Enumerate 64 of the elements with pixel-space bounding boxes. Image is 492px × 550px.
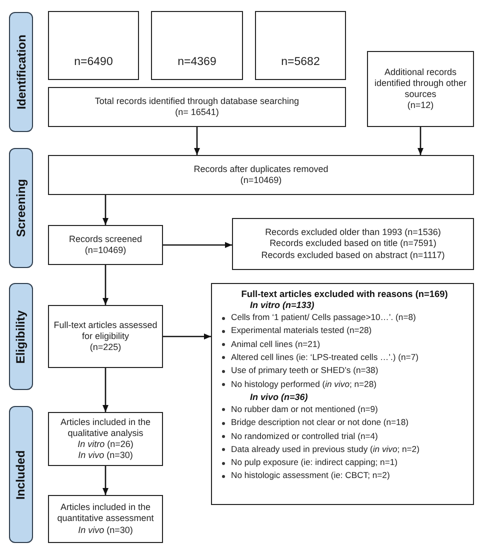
list-item: Bridge description not clear or not done (n=18) [231, 417, 408, 428]
list-item: Use of primary teeth or SHED’s (n=38) [231, 365, 378, 376]
process-box [48, 155, 474, 195]
phase-band [9, 283, 33, 390]
list-item: Altered cell lines (ie: ‘LPS-treated cells …’.) (n=7) [231, 352, 418, 362]
process-box [48, 87, 346, 127]
arrow [102, 265, 108, 305]
box-text: Records after duplicates removed [194, 164, 328, 175]
list-item: Data already used in previous study (in vivo; n=2) [231, 444, 420, 454]
phase-band [9, 148, 33, 268]
box-text: Records excluded based on title (n=7591) [270, 238, 436, 250]
box-text: Records screened [68, 234, 142, 245]
phase-label: Eligibility [14, 310, 28, 364]
process-box [255, 11, 346, 80]
process-box [151, 11, 243, 80]
list-item: No pulp exposure (ie: indirect capping; n=1) [231, 457, 398, 468]
arrow [102, 195, 108, 225]
box-text: n=4369 [178, 54, 216, 69]
arrow [102, 368, 108, 412]
phase-label: Identification [14, 34, 28, 110]
list-item: No histologic assessment (ie: CBCT; n=2) [231, 470, 390, 480]
process-box [367, 51, 474, 127]
box-text: In vivo (n=30) [78, 450, 133, 462]
phase-label: Screening [14, 178, 28, 238]
process-box [48, 305, 163, 368]
box-text: Articles included in the qualitative analysis [59, 416, 152, 439]
arrow [163, 242, 232, 248]
subheading: In vitro (n=133) [250, 300, 316, 310]
box-text: Full-text articles assessed for eligibility [52, 320, 158, 342]
process-box [48, 11, 139, 80]
phase-band [9, 406, 33, 543]
box-text: Additional records identified through other sources [373, 66, 468, 100]
process-box [48, 225, 163, 265]
phase-label: Included [14, 450, 28, 500]
list-item: No histology performed (in vivo; n=28) [231, 378, 376, 389]
box-text: In vivo (n=30) [78, 524, 133, 536]
list-item: Cells from ‘1 patient/ Cells passage>10…’. (n=8) [231, 312, 416, 322]
list-item: No rubber dam or not mentioned (n=9) [231, 404, 378, 414]
box-text: Articles included in the quantitative assessment [56, 502, 155, 525]
list-item: Animal cell lines (n=21) [231, 338, 320, 349]
arrow [102, 466, 108, 495]
arrow [163, 334, 211, 340]
box-text: Records excluded based on abstract (n=1117) [261, 250, 445, 261]
box-heading: Full-text articles excluded with reasons (n=169) [240, 289, 449, 299]
box-text: n=5682 [281, 54, 320, 69]
box-text: (n=10469) [240, 175, 282, 186]
subheading: In vivo (n=36) [250, 392, 309, 402]
box-text: (n=12) [407, 100, 434, 112]
arrow [194, 127, 200, 155]
process-box [48, 412, 163, 466]
box-text: (n= 16541) [175, 107, 219, 118]
process-box [232, 218, 474, 270]
box-text: Total records identified through database searching [94, 96, 300, 107]
box-text: In vitro (n=26) [78, 439, 134, 450]
exclusion-box [211, 283, 474, 505]
box-text: (n=10469) [84, 245, 126, 256]
phase-band [9, 12, 33, 132]
list-item: No randomized or controlled trial (n=4) [231, 430, 378, 440]
arrow [418, 127, 424, 155]
list-item: Experimental materials tested (n=28) [231, 325, 372, 336]
box-text: Records excluded older than 1993 (n=1536) [265, 227, 441, 238]
box-text: (n=225) [90, 342, 122, 354]
process-box [48, 495, 163, 543]
box-text: n=6490 [74, 54, 113, 69]
